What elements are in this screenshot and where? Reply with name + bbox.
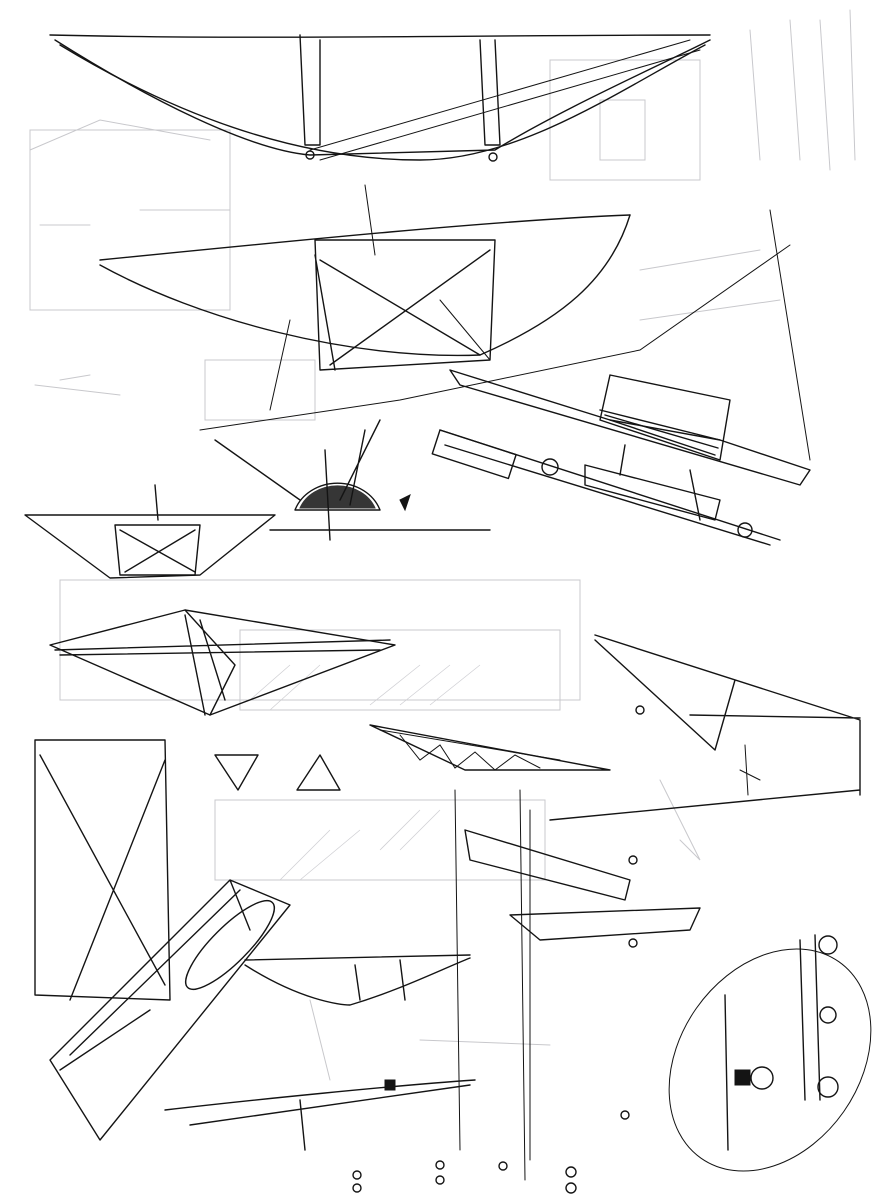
bridge-sketch-second [99, 184, 811, 546]
cantilever-sketch-right [549, 634, 861, 821]
hatched-truss [369, 724, 611, 771]
small-circles [352, 855, 638, 1194]
diamond-truss-sketch [49, 609, 396, 716]
truss-sketch-left [24, 484, 276, 579]
bridge-sketch-top [49, 34, 711, 162]
beam-sketches-middle [454, 789, 701, 1181]
frame-sketch-lower-left [34, 739, 476, 1151]
triangle-icons [214, 754, 341, 791]
hemisphere-sketch [214, 419, 491, 541]
circular-detail [668, 934, 872, 1172]
pencil-underlay [29, 9, 856, 1081]
